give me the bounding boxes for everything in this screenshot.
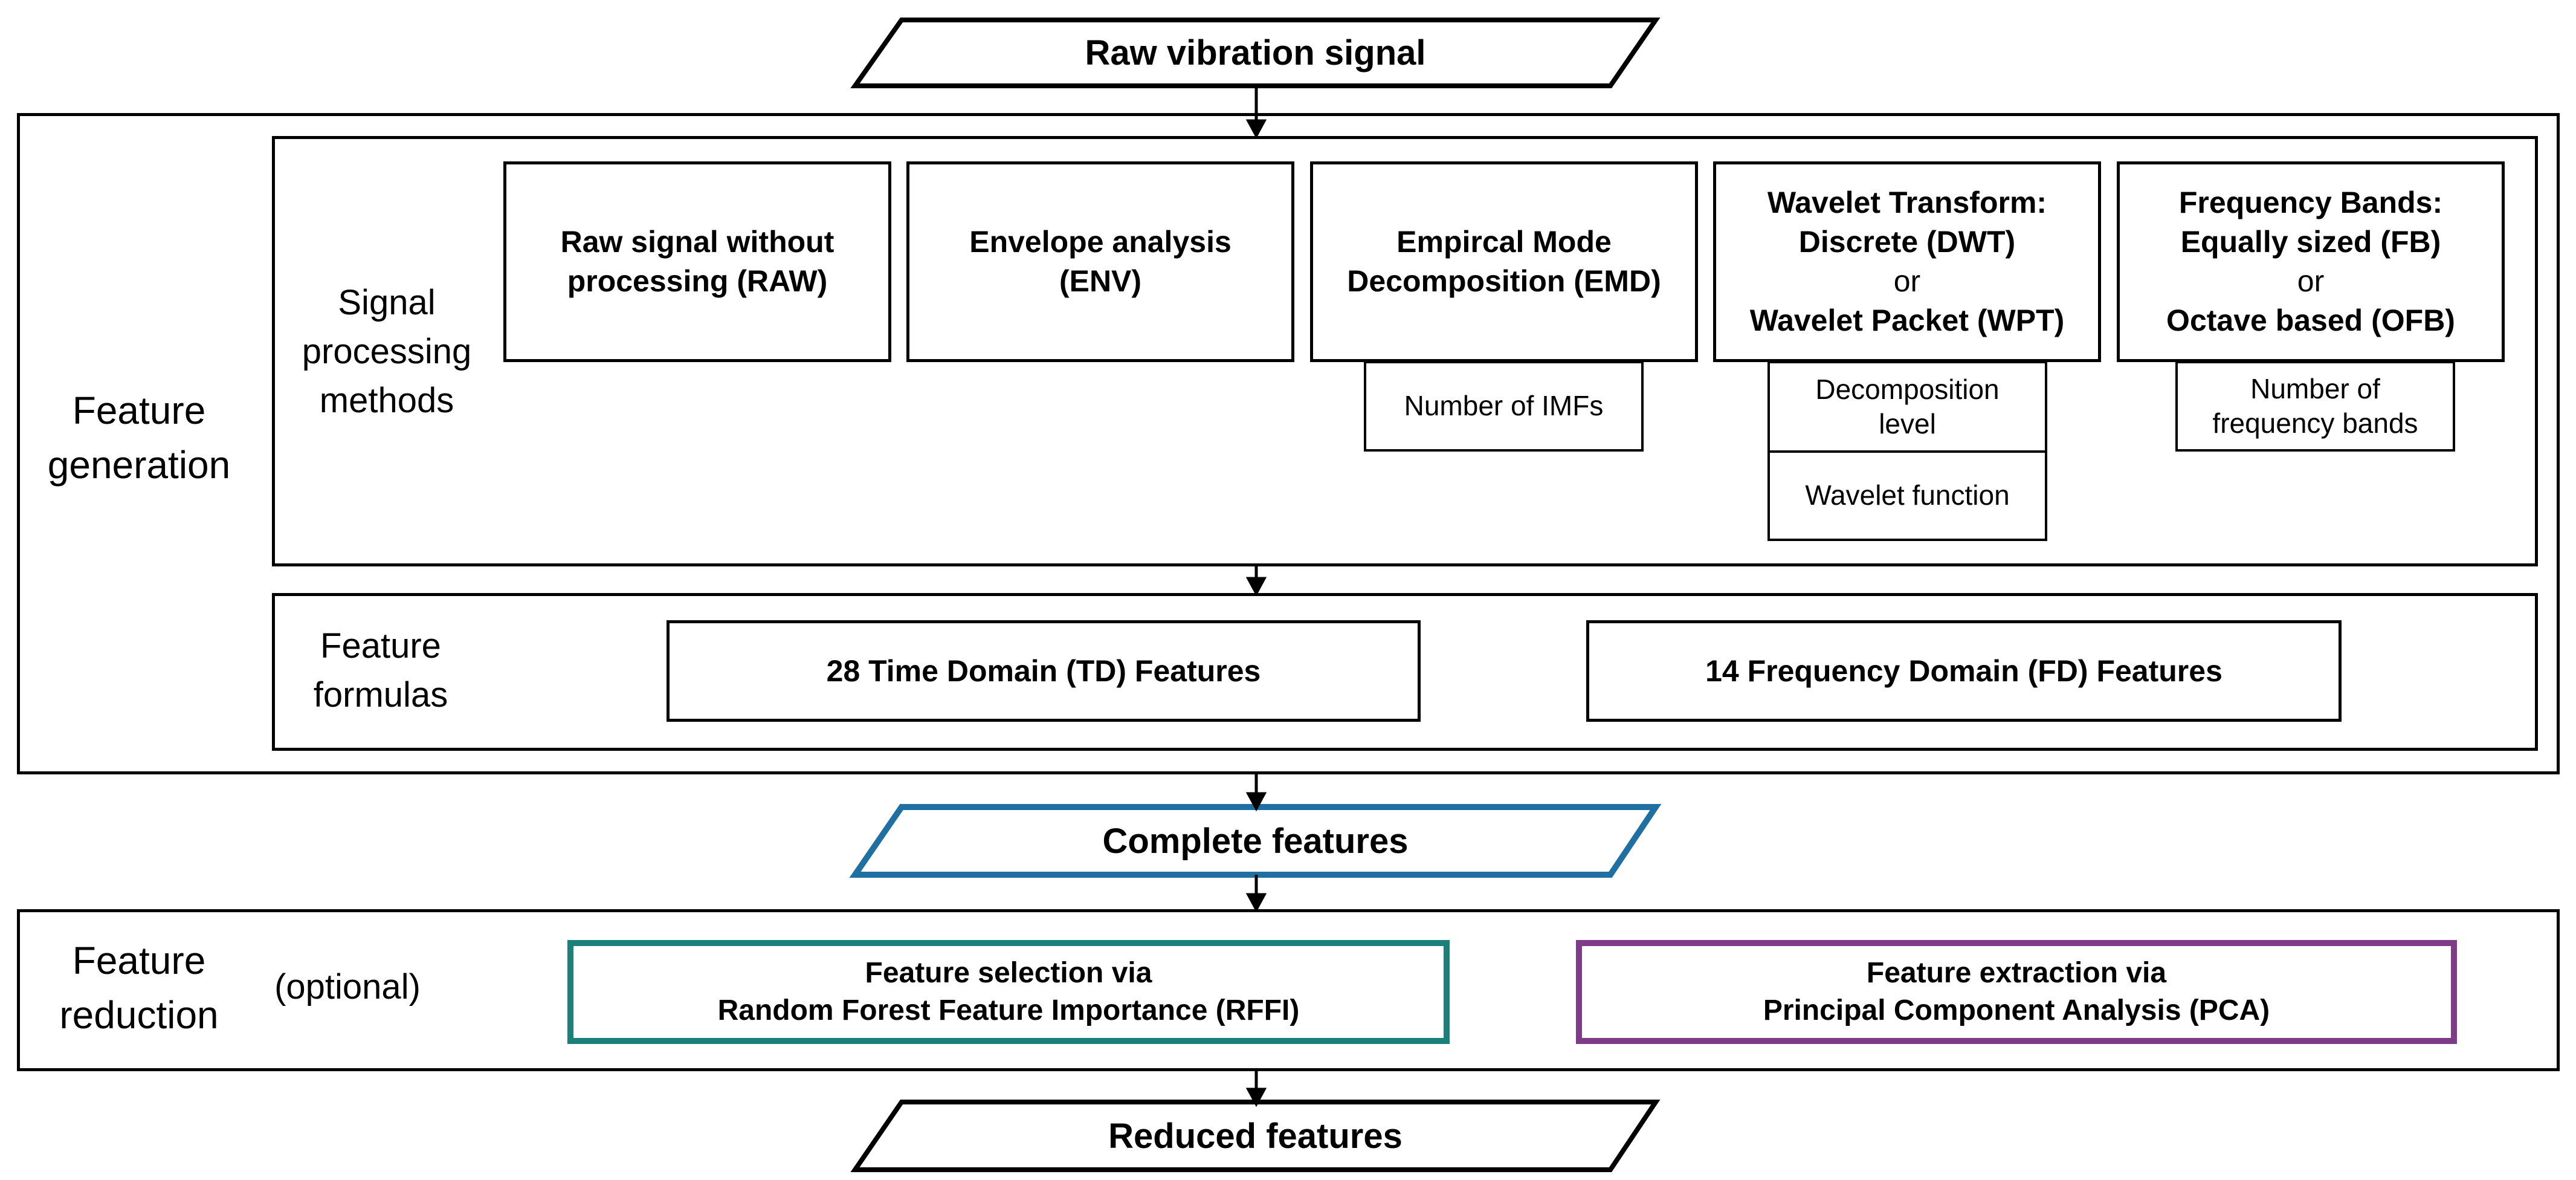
method-bands-line3: Octave based (OFB) xyxy=(2166,303,2455,337)
method-raw-line2: processing (RAW) xyxy=(567,264,828,298)
feature-reduction-title-line1: Feature xyxy=(72,939,206,982)
method-bands: Frequency Bands: Equally sized (FB) or O… xyxy=(2117,161,2505,362)
feature-reduction-title-line2: reduction xyxy=(59,993,219,1037)
spm-label-line3: methods xyxy=(319,381,454,421)
input-label-text: Raw vibration signal xyxy=(1085,33,1426,73)
method-wavelet-line1: Wavelet Transform: xyxy=(1767,186,2047,219)
time-domain-features: 28 Time Domain (TD) Features xyxy=(667,620,1421,722)
complete-features-label: Complete features xyxy=(855,807,1656,875)
input-label: Raw vibration signal xyxy=(855,20,1656,86)
feature-selection-line2: Random Forest Feature Importance (RFFI) xyxy=(717,994,1300,1026)
param-emd-imfs-text: Number of IMFs xyxy=(1404,390,1604,422)
reduction-optional-label: (optional) xyxy=(254,962,441,1011)
param-wavelet-level-line1: Decomposition xyxy=(1815,373,2000,405)
method-bands-line1: Frequency Bands: xyxy=(2178,186,2443,219)
param-frequency-bands: Number of frequency bands xyxy=(2175,361,2455,452)
feature-selection-rffi: Feature selection via Random Forest Feat… xyxy=(567,940,1450,1044)
formulas-label-line2: formulas xyxy=(313,675,448,715)
method-bands-or: or xyxy=(2297,264,2325,298)
param-emd-imfs: Number of IMFs xyxy=(1364,361,1644,452)
method-emd-line1: Empircal Mode xyxy=(1396,225,1612,259)
feature-generation-title-line1: Feature xyxy=(72,389,206,432)
param-bands-line2: frequency bands xyxy=(2212,407,2418,439)
method-raw: Raw signal without processing (RAW) xyxy=(503,161,891,362)
method-emd: Empircal Mode Decomposition (EMD) xyxy=(1310,161,1698,362)
signal-processing-frame xyxy=(272,136,2538,566)
time-domain-features-text: 28 Time Domain (TD) Features xyxy=(826,654,1261,688)
spm-label-line1: Signal xyxy=(338,283,436,322)
method-wavelet: Wavelet Transform: Discrete (DWT) or Wav… xyxy=(1713,161,2101,362)
method-raw-line1: Raw signal without xyxy=(560,225,834,259)
feature-generation-title: Feature generation xyxy=(24,384,254,492)
feature-extraction-line1: Feature extraction via xyxy=(1866,956,2167,989)
input-parallelogram xyxy=(850,18,1661,88)
output-parallelogram xyxy=(850,1100,1661,1172)
feature-formulas-label: Feature formulas xyxy=(290,621,471,719)
method-env-line2: (ENV) xyxy=(1059,264,1142,298)
param-wavelet-function: Wavelet function xyxy=(1767,450,2047,541)
frequency-domain-features: 14 Frequency Domain (FD) Features xyxy=(1586,620,2342,722)
feature-reduction-title: Feature reduction xyxy=(24,934,254,1042)
param-wavelet-function-text: Wavelet function xyxy=(1805,479,2010,511)
method-bands-line2: Equally sized (FB) xyxy=(2180,225,2441,259)
method-wavelet-line2: Discrete (DWT) xyxy=(1798,225,2016,259)
method-env: Envelope analysis (ENV) xyxy=(906,161,1294,362)
method-wavelet-line3: Wavelet Packet (WPT) xyxy=(1749,303,2065,337)
feature-selection-line1: Feature selection via xyxy=(865,956,1152,989)
feature-extraction-pca: Feature extraction via Principal Compone… xyxy=(1576,940,2457,1044)
complete-features-parallelogram xyxy=(849,804,1662,878)
output-label: Reduced features xyxy=(855,1102,1656,1170)
frequency-domain-features-text: 14 Frequency Domain (FD) Features xyxy=(1705,654,2223,688)
param-wavelet-level-line2: level xyxy=(1879,408,1936,439)
method-env-line1: Envelope analysis xyxy=(969,225,1232,259)
param-wavelet-level: Decomposition level xyxy=(1767,361,2047,453)
method-emd-line2: Decomposition (EMD) xyxy=(1347,264,1661,298)
feature-generation-frame xyxy=(17,113,2560,774)
complete-features-text: Complete features xyxy=(1102,821,1409,861)
method-wavelet-or: or xyxy=(1893,264,1921,298)
output-label-text: Reduced features xyxy=(1108,1116,1403,1156)
spm-label-line2: processing xyxy=(302,332,472,372)
signal-processing-label: Signal processing methods xyxy=(296,278,477,426)
feature-formulas-frame xyxy=(272,593,2538,751)
param-bands-line1: Number of xyxy=(2250,372,2380,404)
feature-extraction-line2: Principal Component Analysis (PCA) xyxy=(1763,994,2270,1026)
formulas-label-line1: Feature xyxy=(320,626,441,666)
reduction-optional-text: (optional) xyxy=(274,967,421,1007)
feature-reduction-frame xyxy=(17,909,2560,1071)
feature-generation-title-line2: generation xyxy=(47,442,231,487)
